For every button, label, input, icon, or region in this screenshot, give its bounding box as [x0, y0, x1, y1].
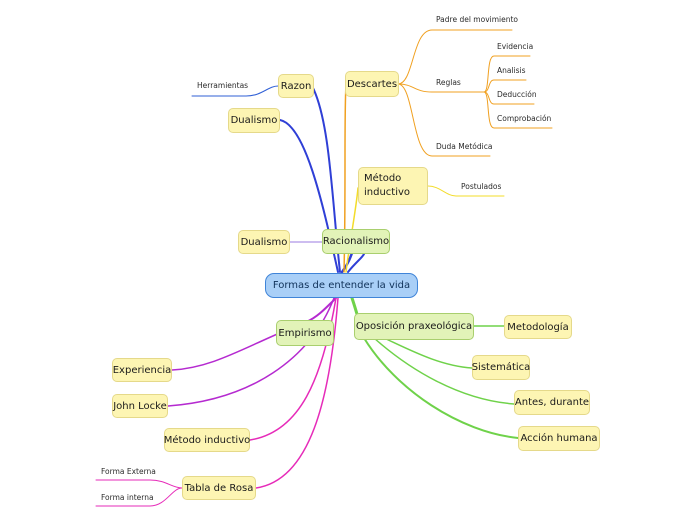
dualismo-top-node[interactable]: Dualismo [228, 108, 280, 133]
descartes-node[interactable]: Descartes [345, 71, 399, 97]
line-center-metodo [345, 187, 359, 273]
empirismo-node[interactable]: Empirismo [276, 320, 334, 346]
central-topic[interactable]: Formas de entender la vida [265, 273, 418, 298]
duda-metodica-label[interactable]: Duda Metódica [436, 142, 493, 151]
forma-interna-label[interactable]: Forma interna [101, 493, 154, 502]
line-descartes-reglas [397, 83, 485, 93]
herramientas-label[interactable]: Herramientas [197, 81, 249, 90]
metodologia-node[interactable]: Metodología [504, 315, 572, 339]
line-metodo-postulados [427, 185, 505, 197]
line-center-johnlocke [167, 297, 335, 407]
deduccion-label[interactable]: Deducción [497, 90, 537, 99]
line-oposicion-accion [363, 337, 519, 439]
antes-durante-node[interactable]: Antes, durante [514, 390, 590, 415]
dualismo-side-node[interactable]: Dualismo [238, 230, 290, 254]
razon-node[interactable]: Razon [278, 74, 314, 98]
metodo-inductivo-emp-node[interactable]: Método inductivo [164, 428, 250, 452]
tabla-de-rosa-node[interactable]: Tabla de Rosa [182, 476, 256, 500]
metodo-inductivo-node[interactable]: Método inductivo [358, 167, 428, 205]
line-tabla-interna [95, 487, 183, 507]
accion-humana-node[interactable]: Acción humana [518, 426, 600, 451]
line-reglas-comprobacion [483, 91, 553, 129]
forma-externa-label[interactable]: Forma Externa [101, 467, 156, 476]
evidencia-label[interactable]: Evidencia [497, 42, 534, 51]
reglas-label[interactable]: Reglas [436, 78, 461, 87]
line-razon-herramientas [191, 85, 279, 97]
line-oposicion-sistematica [383, 337, 473, 369]
comprobacion-label[interactable]: Comprobación [497, 114, 552, 123]
line-racio-right [347, 253, 365, 273]
line-descartes-padre [397, 29, 513, 85]
line-descartes-duda [397, 83, 491, 157]
line-tabla-externa [95, 479, 183, 489]
john-locke-node[interactable]: John Locke [112, 394, 168, 418]
padre-del-movimiento-label[interactable]: Padre del movimiento [436, 15, 519, 24]
sistematica-node[interactable]: Sistemática [472, 355, 530, 380]
oposicion-praxeologica-node[interactable]: Oposición praxeológica [354, 313, 474, 340]
line-center-tabla [255, 297, 339, 489]
analisis-label[interactable]: Analisis [497, 66, 526, 75]
line-empirismo-experiencia [171, 331, 283, 371]
line-oposicion-antes [373, 337, 515, 405]
experiencia-node[interactable]: Experiencia [112, 358, 172, 382]
racionalismo-node[interactable]: Racionalismo [322, 229, 390, 254]
line-reglas-evidencia [483, 55, 531, 93]
postulados-label[interactable]: Postulados [461, 182, 502, 191]
line-reglas-analisis [483, 79, 527, 93]
